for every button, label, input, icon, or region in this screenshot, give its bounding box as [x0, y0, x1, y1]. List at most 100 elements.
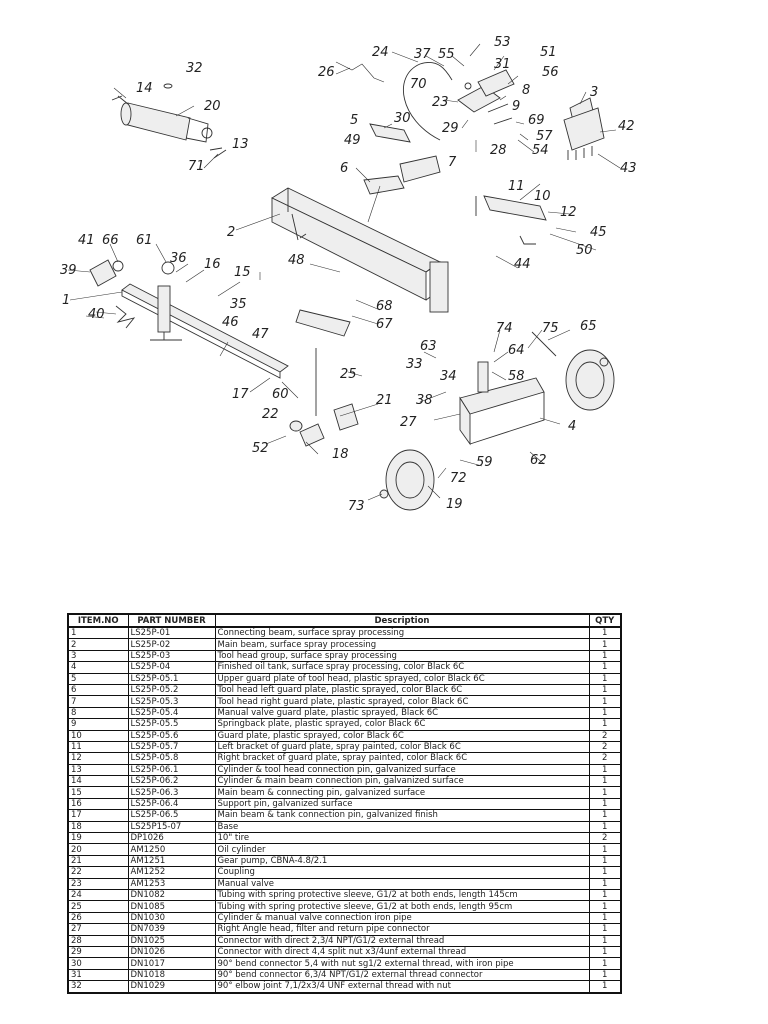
callout: 31 — [494, 57, 511, 72]
cell-part-number: AM1252 — [127, 866, 216, 879]
callout: 7 — [448, 155, 457, 170]
cell-qty: 2 — [588, 832, 622, 845]
callout: 51 — [540, 45, 557, 60]
cell-qty: 1 — [588, 877, 622, 891]
cell-part-number: LS25P-05.1 — [127, 672, 216, 685]
table-header-row: ITEM.NO PART NUMBER Description QTY — [67, 613, 622, 628]
cell-item-no: 18 — [67, 820, 129, 834]
callout: 24 — [372, 45, 389, 60]
callout: 17 — [232, 387, 249, 402]
cell-description: Cylinder & main beam connection pin, gal… — [214, 775, 590, 788]
cell-description: 10" tire — [214, 832, 590, 845]
cell-qty: 1 — [588, 854, 622, 868]
cell-description: Connecting beam, surface spray processin… — [214, 626, 590, 640]
left-guard-plate-drawing — [363, 175, 405, 195]
cell-qty: 1 — [588, 843, 622, 856]
upper-guard-plate-drawing — [369, 123, 411, 143]
cell-item-no: 27 — [67, 923, 129, 936]
callout: 59 — [476, 455, 493, 470]
cell-part-number: AM1251 — [127, 854, 216, 868]
callout: 61 — [136, 233, 153, 248]
cell-qty: 1 — [588, 661, 622, 674]
callout: 18 — [332, 447, 349, 462]
cell-qty: 1 — [588, 820, 622, 834]
callout: 45 — [590, 225, 607, 240]
cell-part-number: DN7039 — [127, 923, 216, 936]
cell-item-no: 10 — [67, 729, 129, 742]
cell-part-number: LS25P-05.6 — [127, 729, 216, 742]
cell-description: Tool head right guard plate, plastic spr… — [214, 695, 590, 708]
cell-item-no: 11 — [67, 740, 129, 754]
callout: 69 — [528, 113, 545, 128]
cell-qty: 1 — [588, 888, 622, 902]
callout: 35 — [230, 297, 247, 312]
cell-description: Coupling — [214, 866, 590, 879]
callout: 68 — [376, 299, 393, 314]
cell-item-no: 31 — [67, 968, 129, 982]
callout: 19 — [446, 497, 463, 512]
exploded-parts-diagram: 1 2 3 4 5 6 7 8 9 10 11 12 13 14 15 16 1… — [60, 35, 637, 514]
cell-qty: 1 — [588, 695, 622, 708]
callout: 58 — [508, 369, 525, 384]
cell-description: Connector with direct 2,3/4 NPT/G1/2 ext… — [214, 934, 590, 947]
callout: 65 — [580, 319, 597, 334]
cell-qty: 1 — [588, 923, 622, 936]
callout: 48 — [288, 253, 305, 268]
callout: 46 — [222, 315, 239, 330]
cell-description: Main beam, surface spray processing — [214, 638, 590, 651]
callout: 3 — [590, 85, 598, 100]
cell-qty: 2 — [588, 729, 622, 742]
cell-qty: 1 — [588, 957, 622, 970]
cell-item-no: 30 — [67, 957, 129, 970]
cell-description: Cylinder & tool head connection pin, gal… — [214, 763, 590, 777]
cell-part-number: LS25P-05.5 — [127, 718, 216, 731]
callout: 55 — [438, 47, 455, 62]
cell-part-number: LS25P-06.2 — [127, 775, 216, 788]
cell-part-number: LS25P-05.2 — [127, 683, 216, 697]
cell-qty: 1 — [588, 809, 622, 822]
callout: 74 — [496, 321, 513, 336]
cell-item-no: 14 — [67, 775, 129, 788]
callout: 4 — [568, 419, 576, 434]
cell-description: Tool head left guard plate, plastic spra… — [214, 683, 590, 697]
cell-item-no: 16 — [67, 797, 129, 811]
cell-part-number: DP1026 — [127, 832, 216, 845]
cell-part-number: DN1017 — [127, 957, 216, 970]
cell-part-number: LS25P-02 — [127, 638, 216, 651]
cell-part-number: DN1082 — [127, 888, 216, 902]
callout: 9 — [512, 99, 520, 114]
callout: 70 — [410, 77, 427, 92]
cell-item-no: 5 — [67, 672, 129, 685]
cell-part-number: LS25P-05.8 — [127, 752, 216, 765]
cell-item-no: 9 — [67, 718, 129, 731]
callout: 39 — [60, 263, 77, 278]
callout: 37 — [414, 47, 431, 62]
callout: 50 — [576, 243, 593, 258]
callout: 15 — [234, 265, 251, 280]
callout: 11 — [508, 179, 525, 194]
callout: 71 — [188, 159, 205, 174]
callout: 54 — [532, 143, 549, 158]
right-guard-plate-drawing — [399, 155, 441, 183]
cell-part-number: LS25P15-07 — [127, 820, 216, 834]
header-qty: QTY — [588, 613, 622, 628]
cell-description: 90° bend connector 6,3/4 NPT/G1/2 extern… — [214, 968, 590, 982]
cell-qty: 1 — [588, 866, 622, 879]
gear-pump-drawing — [333, 403, 359, 431]
main-beam-drawing — [271, 187, 449, 313]
callout: 34 — [440, 369, 457, 384]
callout: 47 — [252, 327, 269, 342]
cell-qty: 1 — [588, 649, 622, 663]
cell-qty: 1 — [588, 900, 622, 913]
